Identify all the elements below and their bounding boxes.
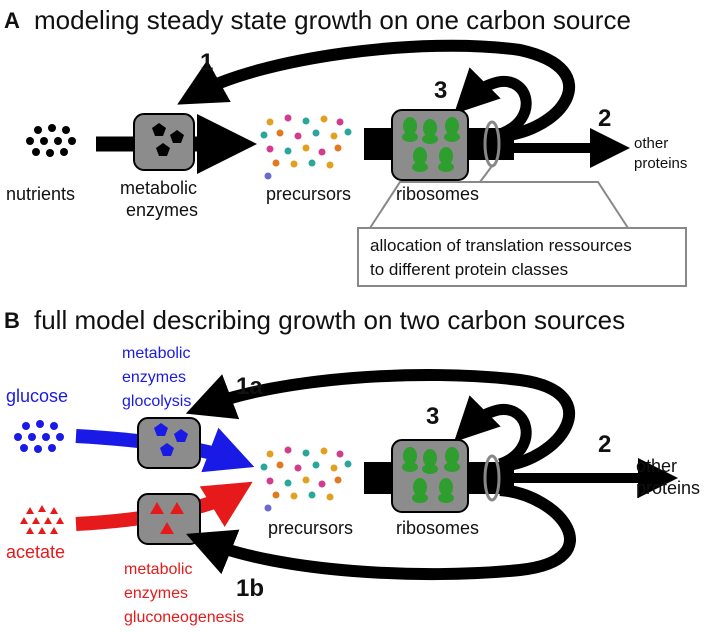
gluconeogenesis-enzymes-box: [137, 493, 201, 545]
arrow-1a-number: 1a: [236, 373, 263, 400]
arrow-3-self-loop-b: [453, 395, 532, 470]
arrow-2-number: 2: [598, 105, 611, 132]
panel-b-letter: B: [4, 308, 20, 333]
panel-a: A modeling steady state growth on one ca…: [4, 5, 687, 287]
glucose-molecules: [14, 420, 64, 453]
glycolysis-enzymes-box: [137, 417, 201, 469]
arrow-3-number: 3: [434, 77, 447, 104]
other-proteins-label-1: other: [634, 135, 668, 152]
acetate-molecules: [20, 505, 64, 534]
allocation-ring-b: [483, 454, 501, 502]
acetate-label: acetate: [6, 542, 65, 562]
enzyme-pentagons: [152, 123, 184, 156]
other-proteins-label-2: proteins: [634, 155, 687, 172]
callout-box: [357, 227, 687, 287]
other-proteins-label-b2: proteins: [636, 478, 700, 498]
panel-b: B full model describing growth on two ca…: [4, 305, 700, 626]
enzymes-label-1: metabolic: [120, 178, 197, 198]
arrow-3-number-b: 3: [426, 403, 439, 430]
arrow-1b-feedback: [185, 484, 576, 581]
ribosomes-label: ribosomes: [396, 184, 479, 204]
glycolysis-enzyme-pentagons: [154, 423, 188, 456]
arrow-1-feedback: [177, 39, 576, 142]
arrow-2-number-b: 2: [598, 431, 611, 458]
ribosome-icons-b: [402, 447, 460, 503]
other-proteins-label-b1: other: [636, 456, 677, 476]
panel-a-letter: A: [4, 8, 20, 33]
arrow-1-number: 1: [200, 49, 213, 76]
precursor-molecules: [260, 114, 352, 180]
precursors-label-b: precursors: [268, 518, 353, 538]
arrow-3-self-loop: [453, 67, 532, 140]
nutrient-molecules: [26, 124, 76, 157]
callout-pointer-ring: [479, 165, 493, 183]
panel-a-title: modeling steady state growth on one carb…: [34, 5, 631, 35]
glycolysis-label-3: glocolysis: [122, 393, 191, 410]
nutrients-label: nutrients: [6, 184, 75, 204]
enzymes-label-2: enzymes: [126, 200, 198, 220]
gluconeogenesis-label-3: gluconeogenesis: [124, 609, 244, 626]
gluconeogenesis-label-2: enzymes: [124, 585, 188, 602]
precursor-molecules-b: [260, 446, 352, 512]
ribosomes-label-b: ribosomes: [396, 518, 479, 538]
glycolysis-label-1: metabolic: [122, 345, 190, 362]
callout-text-1: allocation of translation ressources: [370, 236, 632, 255]
glucose-label: glucose: [6, 386, 68, 406]
precursors-label: precursors: [266, 184, 351, 204]
callout-text-2: to different protein classes: [370, 260, 568, 279]
arrow-1b-number: 1b: [236, 575, 264, 602]
callout-pointer: [369, 181, 629, 229]
glycolysis-label-2: enzymes: [122, 369, 186, 386]
gluconeogenesis-label-1: metabolic: [124, 561, 192, 578]
ribosome-icons: [402, 117, 460, 172]
arrow-1a-feedback: [185, 369, 576, 472]
gluconeogenesis-enzyme-triangles: [150, 502, 184, 534]
panel-b-title: full model describing growth on two carb…: [34, 305, 625, 335]
metabolic-enzymes-box: [133, 113, 195, 171]
